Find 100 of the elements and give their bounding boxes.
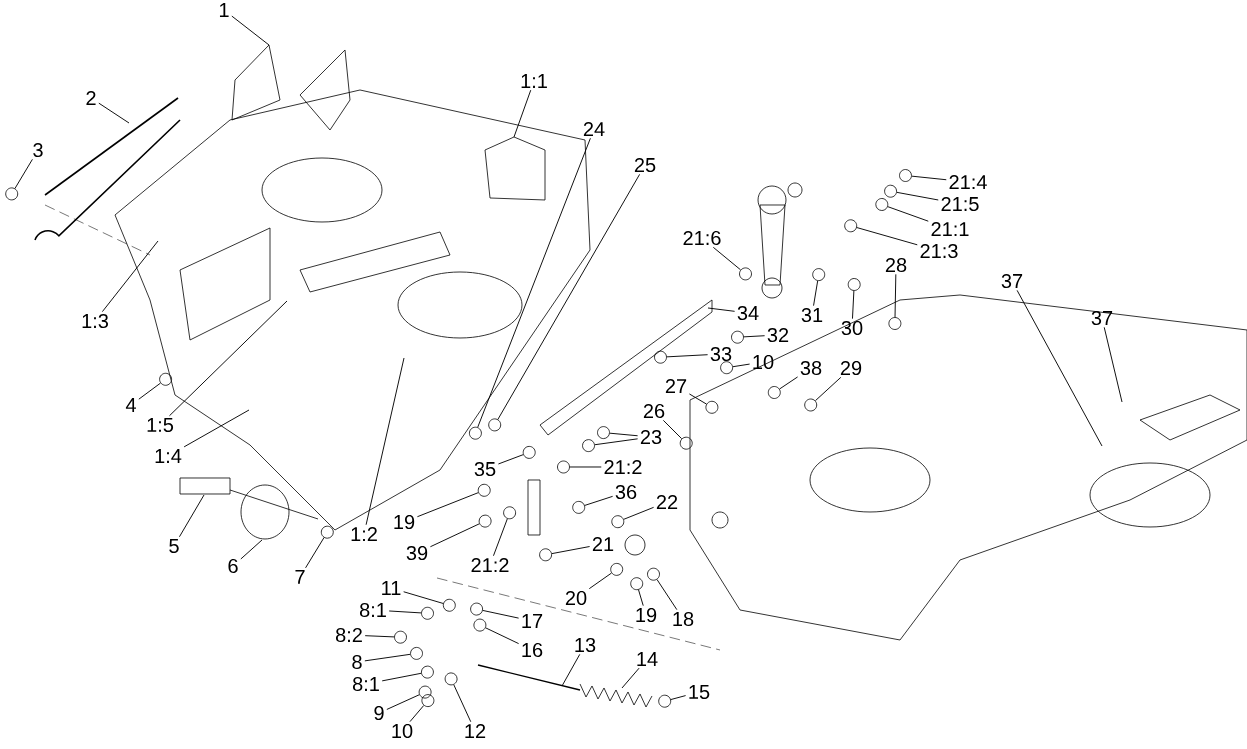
callout-number: 13 [575, 637, 596, 653]
callout-number: 1 [219, 3, 229, 17]
small-part [477, 483, 491, 497]
leader-line [497, 173, 641, 420]
leader-line [305, 537, 325, 569]
small-part [611, 515, 625, 529]
callout-number: 3 [33, 142, 43, 158]
callout-number: 8:1 [353, 676, 379, 692]
leader-line [183, 409, 250, 448]
callout-number: 35 [474, 461, 496, 477]
callout-number: 4 [125, 398, 136, 412]
callout-number: 21:2 [471, 558, 509, 572]
small-part [442, 598, 456, 612]
callout-number: 29 [840, 360, 862, 376]
callout-number: 34 [737, 305, 759, 321]
callout-number: 21:3 [920, 243, 958, 259]
callout-number: 21:2 [604, 460, 642, 474]
leader-line [561, 653, 581, 687]
callout-number: 31 [801, 307, 823, 323]
leader-line [364, 653, 411, 662]
leader-line [569, 466, 602, 468]
small-part [647, 567, 660, 581]
callout-number: 1:5 [147, 418, 174, 432]
callout-number: 21:5 [941, 196, 979, 212]
leader-line [101, 240, 159, 313]
callout-number: 5 [169, 539, 179, 553]
callout-number: 10 [753, 354, 774, 370]
leader-line [551, 546, 591, 555]
small-part [421, 606, 434, 620]
small-part [804, 398, 818, 412]
small-part [539, 548, 552, 562]
small-part [444, 672, 458, 686]
small-part [705, 400, 719, 414]
small-part [654, 350, 667, 364]
small-part [812, 268, 826, 281]
leader-line [813, 280, 819, 307]
leader-line [670, 695, 687, 700]
callout-number: 39 [406, 545, 428, 561]
callout-number: 21:6 [683, 230, 721, 246]
callout-number: 1:2 [351, 527, 377, 541]
leader-line [779, 376, 799, 390]
callout-number: 8:2 [336, 627, 362, 643]
small-part [610, 563, 624, 576]
callout-number: 28 [885, 257, 907, 273]
leader-line [887, 206, 929, 222]
leader-line [584, 495, 614, 506]
leader-line [453, 684, 472, 723]
leader-line [231, 15, 270, 46]
leader-line [712, 246, 742, 271]
leader-line [365, 357, 405, 526]
leader-line [497, 454, 524, 465]
leader-line [169, 300, 288, 417]
leader-line [588, 572, 612, 590]
small-part [394, 630, 407, 644]
callout-number: 30 [841, 320, 863, 336]
callout-number: 37 [1091, 310, 1113, 326]
leader-line [1016, 289, 1103, 447]
callout-number: 36 [615, 484, 637, 500]
small-part [421, 694, 435, 707]
leader-line [513, 89, 532, 138]
leader-line [493, 518, 508, 557]
leader-line [477, 137, 591, 428]
callout-number: 15 [689, 685, 710, 699]
small-part [739, 267, 752, 281]
leader-line [638, 589, 644, 607]
small-part [844, 219, 858, 233]
leader-line [662, 419, 683, 440]
callout-number: 21:4 [949, 175, 987, 189]
callout-number: 24 [583, 122, 605, 136]
leader-line [429, 523, 480, 548]
callout-number: 21:1 [931, 222, 969, 236]
callout-number: 19 [636, 607, 657, 623]
small-part [488, 418, 502, 432]
leader-line [386, 694, 420, 710]
leader-line [688, 393, 707, 405]
leader-line [482, 609, 520, 619]
small-part [731, 330, 744, 344]
callout-number: 1:1 [521, 74, 547, 88]
callout-number: 14 [637, 652, 658, 666]
leader-line [856, 227, 918, 246]
small-part [478, 514, 492, 528]
leader-line [409, 705, 425, 723]
callout-number: 19 [394, 514, 415, 530]
callout-number: 22 [656, 495, 678, 509]
small-part [470, 602, 483, 616]
callout-number: 1:4 [155, 449, 182, 463]
leader-line [381, 672, 422, 682]
callout-number: 20 [565, 590, 587, 606]
small-part [884, 184, 897, 198]
leader-line [911, 175, 947, 181]
callout-number: 8:1 [360, 602, 386, 618]
small-part [582, 439, 595, 452]
small-part [469, 426, 482, 440]
leader-line [179, 494, 205, 538]
callout-number: 26 [643, 403, 665, 419]
callout-number: 11 [382, 581, 401, 595]
callout-number: 2 [86, 91, 96, 105]
leader-line [594, 438, 639, 446]
callout-number: 17 [522, 614, 543, 628]
leader-line [240, 539, 263, 560]
